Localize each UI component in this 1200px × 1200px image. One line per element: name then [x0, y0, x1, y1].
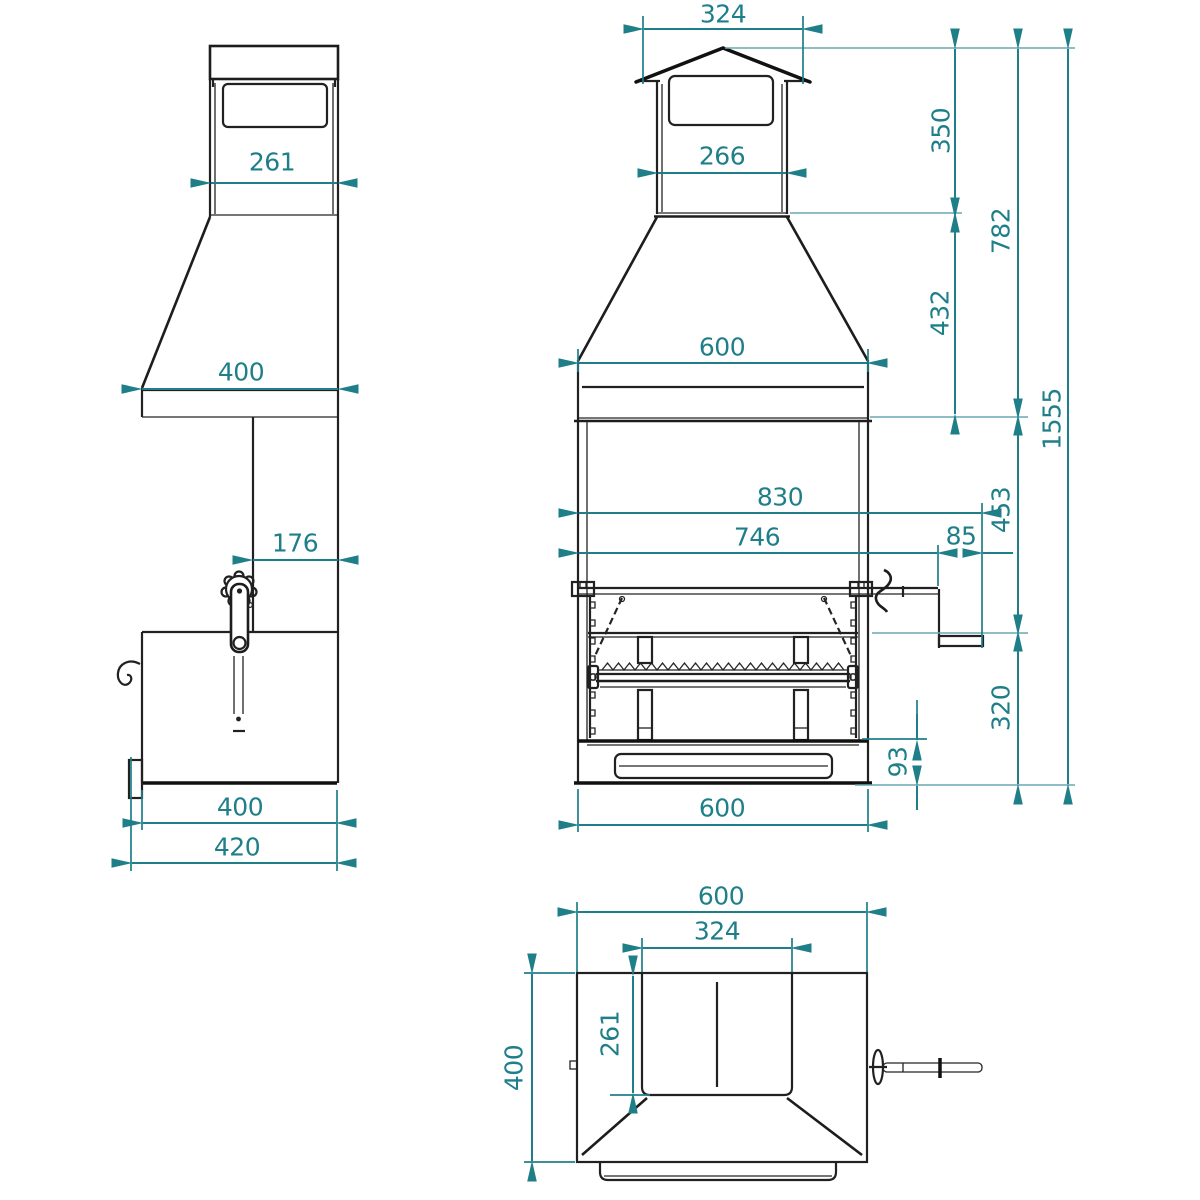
front-firebox-base — [574, 739, 872, 785]
handle-bracket-shelf — [937, 634, 985, 648]
left-post-upper — [636, 635, 654, 665]
right-rail-cap — [848, 580, 874, 598]
right-post-lower — [792, 688, 810, 742]
cap-roof — [634, 46, 812, 84]
dim-ash-drawer-height-label: 93 — [884, 747, 913, 778]
dim-side-total-depth-label: 420 — [214, 833, 260, 862]
grill-mechanism — [570, 568, 985, 742]
right-post-upper — [792, 635, 810, 665]
top-flue-outline — [640, 973, 794, 1097]
top-left-hinge — [569, 1060, 578, 1070]
dim-front-hood-height-label: 432 — [926, 290, 955, 336]
front-dimensions: 324 266 600 350 432 782 453 320 1555 830 — [558, 0, 1075, 832]
door-hook — [116, 660, 141, 686]
top-crank — [869, 1048, 983, 1086]
dim-front-total-height-label: 1555 — [1038, 388, 1067, 450]
side-flue-opening — [221, 82, 329, 129]
dim-front-upper-height-label: 782 — [987, 208, 1016, 254]
ash-drawer-front — [613, 752, 834, 780]
top-body-outline — [575, 971, 869, 1164]
dim-front-base-width-label: 600 — [699, 794, 745, 823]
dim-side-hood-depth-label: 400 — [218, 358, 264, 387]
top-view: 600 324 261 400 — [500, 882, 983, 1182]
dim-top-flue-depth-label: 261 — [596, 1011, 625, 1057]
left-post-lower — [636, 688, 654, 742]
dim-front-hood-width-label: 600 — [699, 333, 745, 362]
left-rail-cap — [570, 580, 596, 598]
dim-side-chimney-width-label: 261 — [249, 148, 295, 177]
dim-front-to-bracket-label: 746 — [734, 523, 780, 552]
dim-top-flue-width-label: 324 — [694, 917, 740, 946]
side-chimney-cap — [208, 44, 340, 87]
front-view: 324 266 600 350 432 782 453 320 1555 830 — [558, 0, 1075, 832]
dim-front-chimney-width-label: 266 — [699, 142, 745, 171]
top-hood-edge-right — [786, 1096, 863, 1157]
side-chimney — [208, 79, 338, 217]
left-chain — [593, 597, 623, 659]
front-hood — [574, 216, 872, 423]
side-firebox — [116, 630, 337, 800]
right-chain — [823, 597, 853, 659]
side-hood — [140, 216, 338, 418]
crank-handle-front — [874, 568, 893, 613]
dim-front-cap-height-label: 350 — [927, 108, 956, 154]
top-hood-edge-left — [581, 1097, 648, 1156]
side-crank-mechanism — [220, 570, 258, 733]
dim-front-chamber-height-label: 453 — [987, 487, 1016, 533]
top-plinth — [598, 1162, 838, 1182]
crank-rod-top — [882, 1062, 983, 1073]
dim-side-firebox-depth-label: 400 — [217, 793, 263, 822]
side-view: 261 400 176 400 420 — [111, 44, 359, 871]
dim-front-firebox-height-label: 320 — [987, 685, 1016, 731]
front-flue-opening — [667, 74, 775, 127]
dim-front-cap-width-label: 324 — [700, 0, 746, 29]
dim-top-body-width-label: 600 — [698, 882, 744, 911]
dim-bracket-to-handle-label: 85 — [946, 522, 977, 551]
ash-drawer-side — [127, 758, 144, 800]
crank-arm — [229, 582, 250, 654]
dim-top-body-depth-label: 400 — [500, 1045, 529, 1091]
front-body — [576, 360, 870, 783]
front-chimney-cap — [634, 46, 812, 127]
dim-side-recess-depth-label: 176 — [272, 529, 318, 558]
front-chimney — [654, 82, 790, 218]
dim-front-spit-overall-label: 830 — [757, 483, 803, 512]
side-dimensions: 261 400 176 400 420 — [111, 148, 359, 871]
top-dimensions: 600 324 261 400 — [500, 882, 887, 1182]
